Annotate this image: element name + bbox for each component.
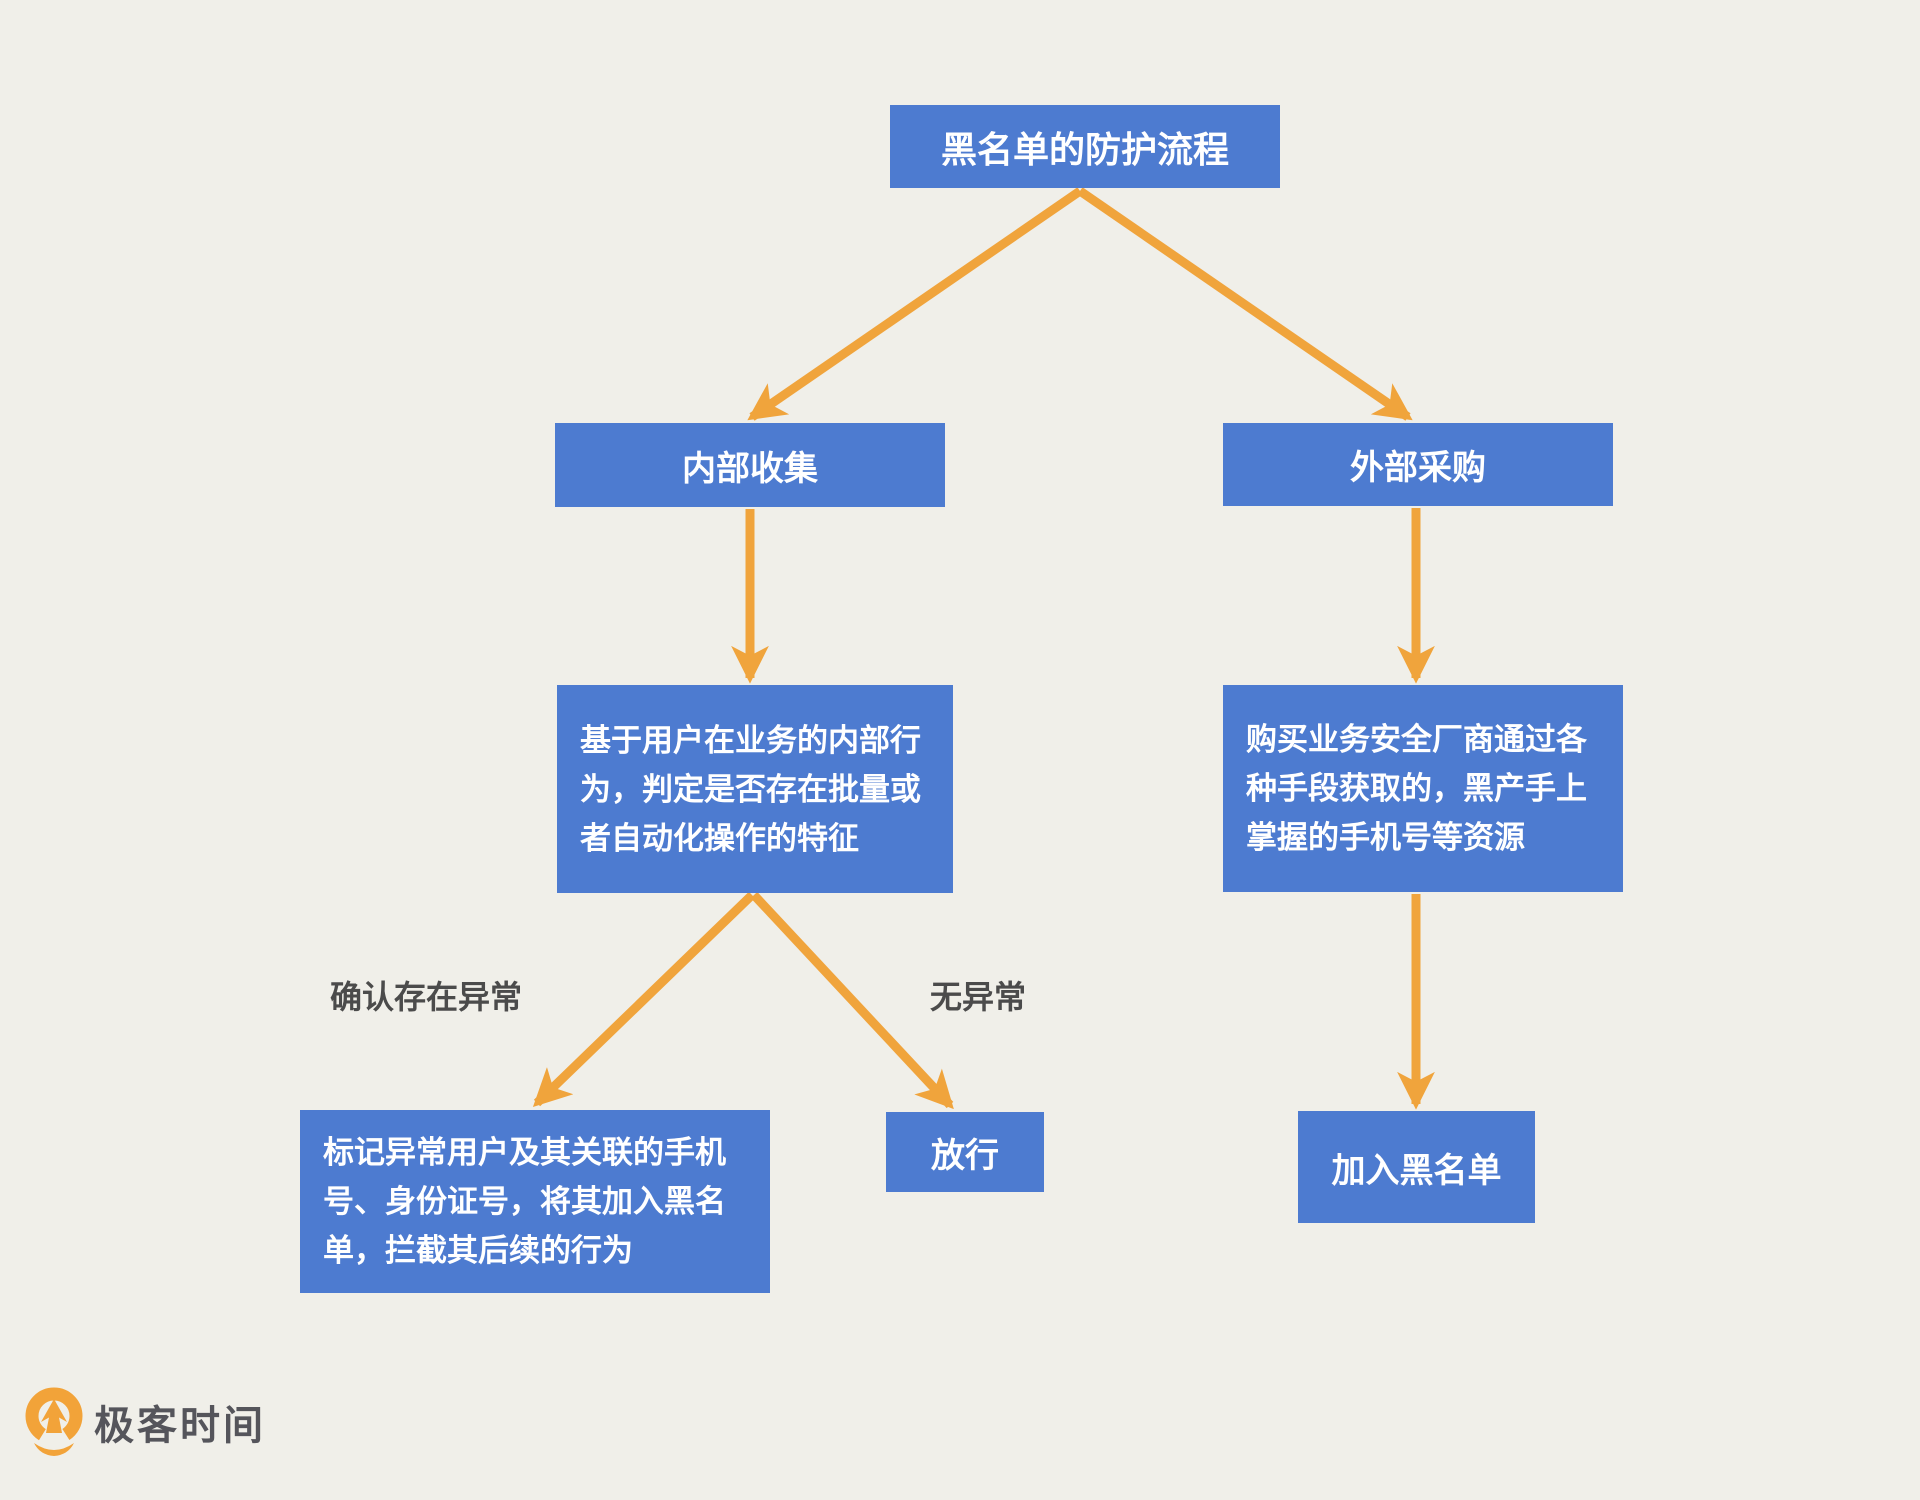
edge-label-no-abnormal: 无异常 <box>930 979 1027 1015</box>
geektime-logo-icon <box>25 1387 83 1456</box>
geektime-logo-text: 极客时间 <box>94 1404 266 1448</box>
node-external-purchase-detail: 购买业务安全厂商通过各种手段获取的，黑产手上掌握的手机号等资源 <box>1223 685 1623 892</box>
node-release: 放行 <box>886 1112 1044 1192</box>
node-internal-behavior-detail: 基于用户在业务的内部行为，判定是否存在批量或者自动化操作的特征 <box>557 685 953 893</box>
arrow-detail-to-release <box>750 891 954 1110</box>
node-add-to-blacklist: 加入黑名单 <box>1298 1111 1535 1223</box>
geektime-logo: 极客时间 <box>22 1386 266 1458</box>
edge-label-confirmed-abnormal: 确认存在异常 <box>330 979 523 1015</box>
arrow-title-to-external <box>1077 187 1413 421</box>
arrow-title-to-internal <box>747 187 1083 421</box>
arrow-detail-to-mark <box>532 891 756 1107</box>
node-title: 黑名单的防护流程 <box>890 105 1280 188</box>
node-internal-collection: 内部收集 <box>555 423 945 507</box>
node-external-purchase: 外部采购 <box>1223 423 1613 506</box>
node-mark-abnormal-user: 标记异常用户及其关联的手机号、身份证号，将其加入黑名单，拦截其后续的行为 <box>300 1110 770 1293</box>
